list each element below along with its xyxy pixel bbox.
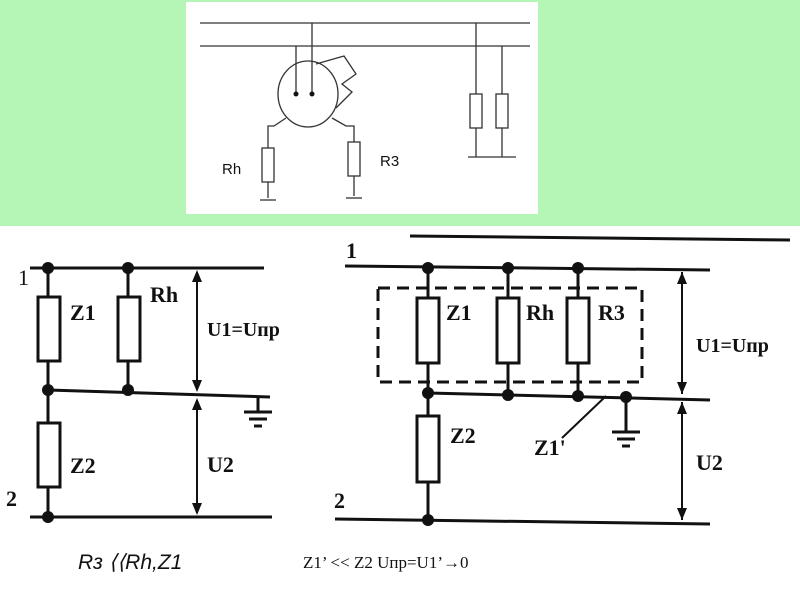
equivalent-circuits: 1 2 Z1 Rh Z2 U1=Uпр U2 bbox=[6, 234, 791, 526]
formula-result: Z1’ << Z2 Uпр=U1’→0 bbox=[303, 553, 469, 572]
arc-spark bbox=[315, 55, 357, 109]
right-top-line bbox=[409, 234, 791, 242]
formula-condition: Rз ⟨⟨Rh,Z1 bbox=[78, 551, 183, 574]
right-rh-resistor bbox=[495, 296, 521, 365]
lead-to-rh bbox=[267, 117, 287, 148]
body-circle bbox=[277, 60, 339, 128]
insulation-resistor-1 bbox=[469, 93, 483, 129]
insulation-resistor-2 bbox=[495, 93, 509, 129]
left-label-rh: Rh bbox=[150, 282, 178, 307]
right-line-1 bbox=[344, 264, 711, 272]
right-circuit: 1 2 Z1 Rh R3 Z1' Z2 U1=Uпр U2 bbox=[334, 234, 791, 526]
left-z1-resistor bbox=[36, 295, 62, 363]
right-z2-resistor bbox=[415, 414, 441, 484]
top-schematic: Rh R3 bbox=[200, 22, 530, 201]
right-label-u1: U1=Uпр bbox=[696, 335, 769, 357]
right-mid-line bbox=[427, 391, 711, 402]
right-label-r3: R3 bbox=[598, 300, 625, 325]
right-label-u2: U2 bbox=[696, 450, 723, 475]
left-circuit: 1 2 Z1 Rh Z2 U1=Uпр U2 bbox=[6, 262, 280, 523]
right-label-z1prime: Z1' bbox=[534, 435, 566, 460]
top-schematic-panel: Rh R3 bbox=[186, 2, 538, 214]
right-node-2: 2 bbox=[334, 488, 345, 513]
z1prime-pointer bbox=[561, 395, 607, 439]
label-r3: R3 bbox=[380, 153, 399, 170]
lead-to-r3 bbox=[331, 117, 355, 142]
left-label-z2: Z2 bbox=[70, 453, 96, 478]
right-z1-resistor bbox=[415, 296, 441, 365]
equivalent-z1prime-box bbox=[376, 286, 644, 384]
right-label-z1: Z1 bbox=[446, 300, 472, 325]
left-label-u1: U1=Uпр bbox=[207, 319, 280, 341]
right-label-z2: Z2 bbox=[450, 423, 476, 448]
left-node-1: 1 bbox=[18, 265, 29, 290]
right-node-1: 1 bbox=[346, 238, 357, 263]
left-label-u2: U2 bbox=[207, 452, 234, 477]
left-mid-line bbox=[47, 388, 271, 399]
left-rh-resistor bbox=[116, 295, 142, 363]
label-rh: Rh bbox=[222, 161, 241, 178]
left-z2-resistor bbox=[36, 421, 62, 489]
resistor-r3 bbox=[347, 141, 361, 177]
resistor-rh bbox=[261, 147, 275, 183]
left-label-z1: Z1 bbox=[70, 300, 96, 325]
right-r3-resistor bbox=[565, 296, 591, 365]
right-line-2 bbox=[334, 517, 711, 526]
right-label-rh: Rh bbox=[526, 300, 554, 325]
left-node-2: 2 bbox=[6, 486, 17, 511]
